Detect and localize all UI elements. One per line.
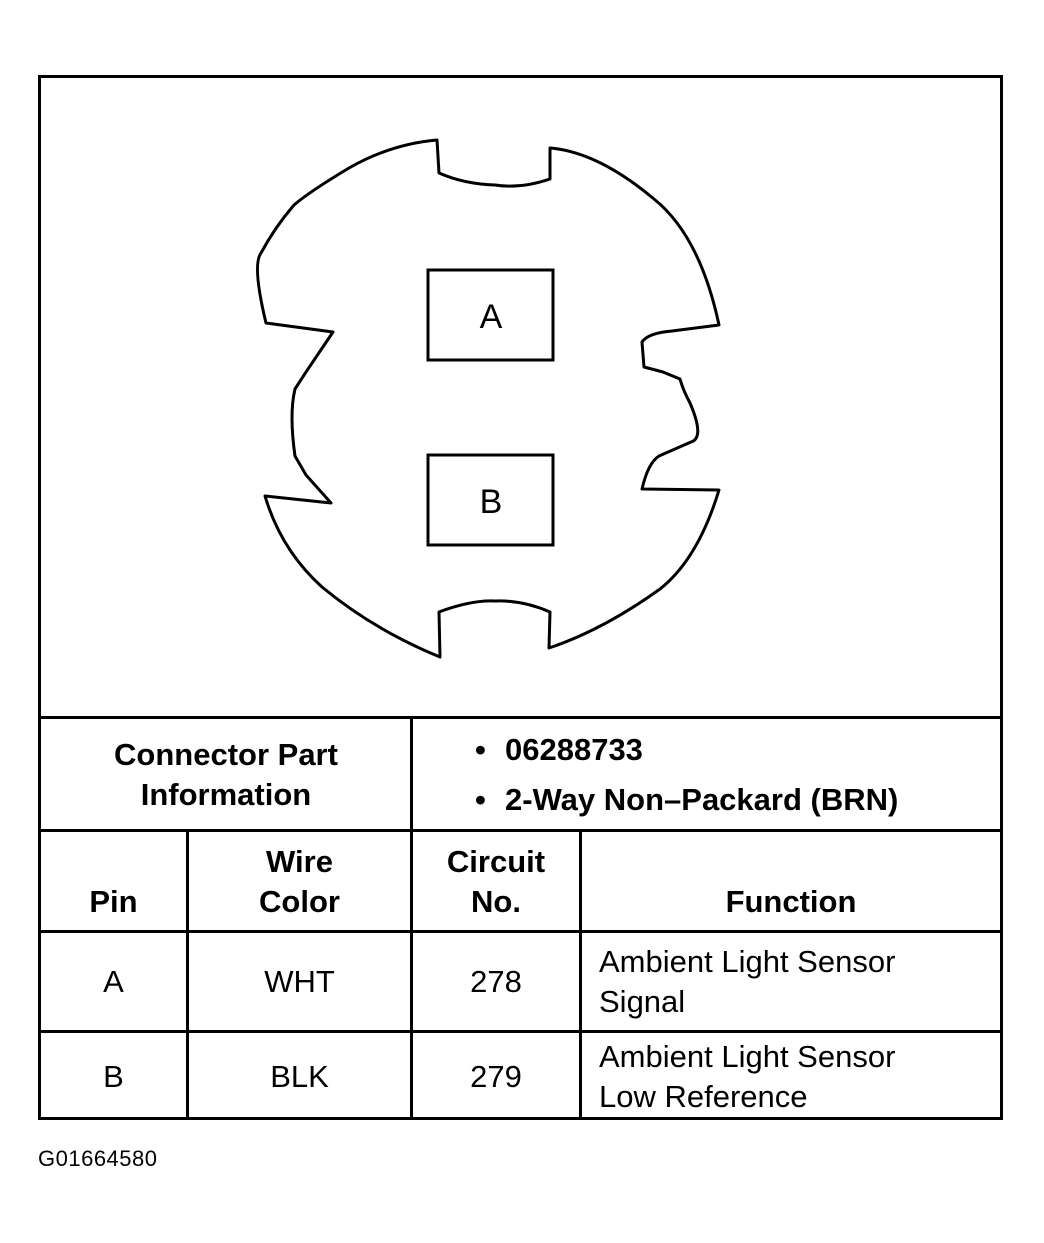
bullet-icon: • xyxy=(475,731,486,767)
pin-a-cavity xyxy=(426,268,555,362)
divider-diagram-table xyxy=(41,716,1000,719)
pin-b-cavity xyxy=(426,453,555,547)
divider-col-pin xyxy=(186,829,189,1120)
table-row-b-circuit: 279 xyxy=(470,1058,522,1094)
part-info-label-line2: Information xyxy=(140,776,312,812)
divider-row-a-row-b xyxy=(41,1030,1000,1033)
table-row-a-function: Ambient Light Sensor Signal xyxy=(599,943,896,1019)
header-pin: Pin xyxy=(89,884,138,919)
table-row-b-pin: B xyxy=(103,1058,124,1094)
pin-a-label: A xyxy=(480,298,503,336)
table-row-b-function: Ambient Light Sensor Low Reference xyxy=(599,1038,896,1114)
connector-type-item: •2-Way Non–Packard (BRN) xyxy=(475,775,1003,825)
connector-face-diagram: A B xyxy=(256,138,721,659)
part-info-label-line1: Connector Part xyxy=(114,736,338,772)
divider-header-row-a xyxy=(41,930,1000,933)
figure-code: G01664580 xyxy=(38,1146,158,1171)
connector-part-info-label: Connector Part Information xyxy=(41,718,411,831)
header-circuit-no: Circuit No. xyxy=(446,844,546,919)
connector-figure-frame: A B Connector Part Information •06288733… xyxy=(38,75,1003,1120)
connector-outline xyxy=(256,138,721,659)
table-row-b-wire-color: BLK xyxy=(270,1058,329,1094)
table-row-a-pin: A xyxy=(103,963,124,999)
header-wire-color: Wire Color xyxy=(259,844,340,919)
bullet-icon: • xyxy=(475,781,486,817)
divider-partinfo-header xyxy=(41,829,1000,832)
divider-col-wire xyxy=(410,829,413,1120)
divider-partinfo xyxy=(410,716,413,832)
table-row-a-circuit: 278 xyxy=(470,963,522,999)
header-function: Function xyxy=(725,884,857,919)
table-row-a-wire-color: WHT xyxy=(264,963,335,999)
pin-b-label: B xyxy=(480,483,503,521)
part-number-item: •06288733 xyxy=(475,725,1003,775)
connector-part-info-list: •06288733 •2-Way Non–Packard (BRN) xyxy=(413,718,1003,831)
divider-col-circuit xyxy=(579,829,582,1120)
